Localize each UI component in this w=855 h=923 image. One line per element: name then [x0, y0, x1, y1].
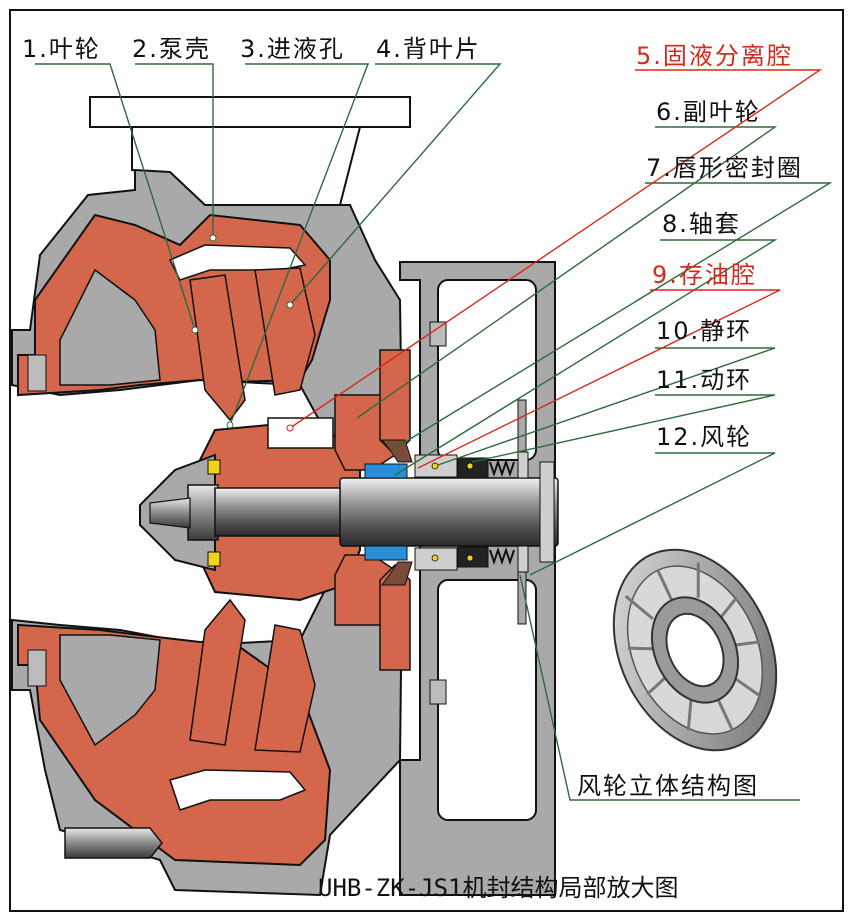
spring-top — [489, 458, 515, 478]
leader-static-ring — [437, 347, 776, 466]
diagram-title: UHB-ZK-JS1机封结构局部放大图 — [318, 874, 679, 902]
leader-lines — [35, 63, 833, 801]
separation-chamber — [267, 417, 334, 449]
back-vane-top — [254, 267, 316, 396]
yellow-gasket-top — [207, 459, 221, 475]
leader-aux-impeller — [356, 126, 778, 419]
label-separation-chamber: 5.固液分离腔 — [636, 42, 793, 70]
leader-sleeve — [394, 239, 778, 476]
marker-separation-chamber — [286, 424, 294, 432]
volute-passage-bottom — [169, 769, 307, 811]
moving-ring-top — [457, 457, 489, 479]
impeller-inlet-bottom — [59, 634, 161, 747]
fan-wheel-section-top — [517, 399, 527, 453]
leader-oil-chamber — [417, 289, 781, 469]
label-lip-seal: 7.唇形密封圈 — [646, 154, 803, 182]
label-fan-wheel: 12.风轮 — [656, 423, 753, 451]
label-casing: 2.泵壳 — [132, 35, 211, 63]
drain-plug-top — [27, 354, 47, 392]
shaft-small — [214, 487, 346, 537]
leader-fan-wheel — [529, 452, 776, 576]
volute-passage-top — [168, 244, 307, 281]
inlet-flange — [89, 96, 411, 128]
marker-back-vane — [286, 301, 294, 309]
fan-caption: 风轮立体结构图 — [577, 772, 759, 800]
label-back-vane: 4.背叶片 — [376, 35, 481, 63]
fan-wheel-section-bottom — [517, 571, 527, 625]
shaft-collar — [539, 461, 555, 563]
diagram-frame — [9, 9, 844, 912]
marker-impeller — [191, 326, 199, 334]
shaft-sleeve — [339, 477, 559, 547]
leader-fan-caption — [519, 574, 800, 801]
bolt-top — [429, 321, 447, 347]
yellow-gasket-bottom — [207, 551, 221, 567]
oring-dot-4 — [466, 554, 474, 562]
foot-bolt — [64, 827, 163, 859]
label-oil-chamber: 9.存油腔 — [652, 261, 757, 289]
sleeve-blue-bottom — [364, 545, 408, 561]
back-vane-bottom — [254, 624, 316, 753]
lip-seal-top — [380, 439, 413, 463]
leader-lines-red — [289, 69, 823, 469]
label-moving-ring: 11.动环 — [656, 366, 753, 394]
shaft-tip — [149, 497, 191, 529]
leader-back-vane — [289, 63, 502, 306]
oring-dot-3 — [431, 554, 439, 562]
leader-separation-chamber — [289, 69, 823, 429]
label-aux-impeller: 6.副叶轮 — [656, 98, 761, 126]
label-impeller: 1.叶轮 — [22, 35, 101, 63]
oring-dot-2 — [466, 462, 474, 470]
label-sleeve: 8.轴套 — [662, 210, 741, 238]
spring-seat-top — [517, 451, 529, 479]
impeller-inlet-top — [59, 268, 161, 386]
leader-inlet-hole — [229, 63, 370, 426]
leader-casing — [135, 63, 214, 238]
impeller-nut — [187, 484, 219, 541]
label-static-ring: 10.静环 — [656, 317, 753, 345]
drain-plug-bottom — [27, 649, 47, 687]
leader-moving-ring — [471, 394, 776, 463]
seal-housing-top — [379, 349, 411, 457]
label-inlet-hole: 3.进液孔 — [240, 35, 345, 63]
bolt-bottom — [429, 679, 447, 705]
marker-inlet-hole — [226, 421, 234, 429]
leader-lip-seal — [391, 182, 833, 451]
lip-seal-bottom — [381, 561, 413, 586]
spring-bottom — [489, 546, 515, 566]
fan-wheel-3d — [612, 548, 778, 752]
impeller-vane-bottom — [189, 598, 246, 746]
oring-dot-1 — [431, 462, 439, 470]
spring-seat-bottom — [517, 545, 529, 573]
marker-casing — [209, 234, 217, 242]
leader-impeller — [35, 63, 196, 331]
fan-hole — [665, 612, 725, 688]
impeller-vane-top — [189, 274, 246, 422]
